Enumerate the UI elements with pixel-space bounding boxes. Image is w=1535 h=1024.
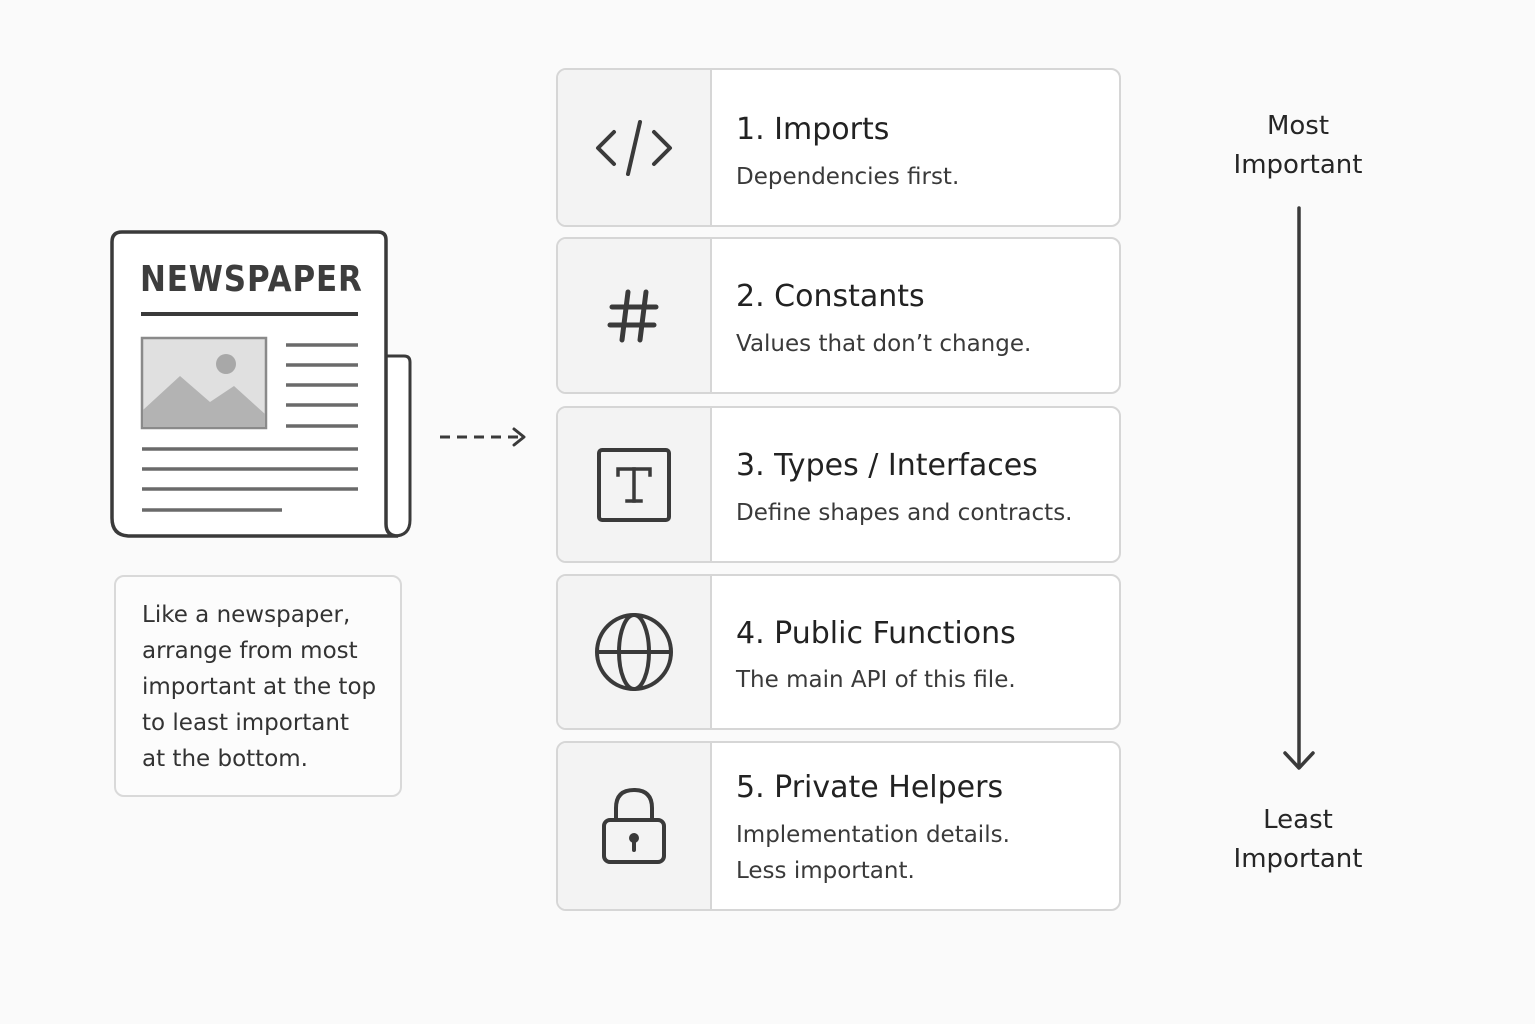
section-icon-cell	[558, 576, 712, 728]
caption-line: Like a newspaper,	[142, 602, 351, 628]
section-card-private-helpers: 5. Private Helpers Implementation detail…	[556, 741, 1121, 911]
scale-bottom-label-line: Important	[1233, 844, 1363, 874]
section-card-constants: 2. Constants Values that don’t change.	[556, 237, 1121, 394]
section-title: 3. Types / Interfaces	[736, 448, 1038, 483]
section-title: 5. Private Helpers	[736, 770, 1004, 805]
section-description: The main API of this file.	[736, 667, 1016, 693]
caption-line: to least important	[142, 710, 349, 736]
section-title: 4. Public Functions	[736, 616, 1016, 651]
section-icon-cell	[558, 743, 712, 909]
caption-box: Like a newspaper, arrange from most impo…	[114, 575, 402, 797]
section-description: Define shapes and contracts.	[736, 500, 1073, 526]
lock-icon	[602, 787, 666, 864]
section-card-types: 3. Types / Interfaces Define shapes and …	[556, 406, 1121, 563]
scale-top-label-line: Most	[1266, 111, 1330, 141]
section-description: Implementation details.	[736, 822, 1010, 848]
section-description: Values that don’t change.	[736, 331, 1032, 357]
section-icon-cell	[558, 408, 712, 561]
caption-line: arrange from most	[142, 638, 358, 664]
section-description: Dependencies first.	[736, 164, 960, 190]
caption-line: at the bottom.	[142, 746, 308, 772]
image-placeholder-icon	[140, 336, 268, 430]
section-card-imports: 1. Imports Dependencies first.	[556, 68, 1121, 227]
section-description: Less important.	[736, 858, 915, 884]
caption-line: important at the top	[142, 674, 377, 700]
section-icon-cell	[558, 239, 712, 392]
section-title: 1. Imports	[736, 112, 890, 147]
down-arrow-icon	[1283, 206, 1315, 770]
type-icon	[597, 447, 671, 522]
newspaper-title: NEWSPAPER	[140, 259, 363, 300]
section-card-public-functions: 4. Public Functions The main API of this…	[556, 574, 1121, 730]
hash-icon	[607, 289, 659, 342]
section-title: 2. Constants	[736, 279, 925, 314]
scale-bottom-label-line: Least	[1263, 805, 1333, 835]
dashed-arrow-icon	[440, 427, 526, 447]
globe-icon	[595, 613, 673, 691]
code-icon	[596, 119, 672, 176]
newspaper-illustration	[110, 230, 412, 538]
section-icon-cell	[558, 70, 712, 225]
scale-top-label-line: Important	[1233, 150, 1363, 180]
